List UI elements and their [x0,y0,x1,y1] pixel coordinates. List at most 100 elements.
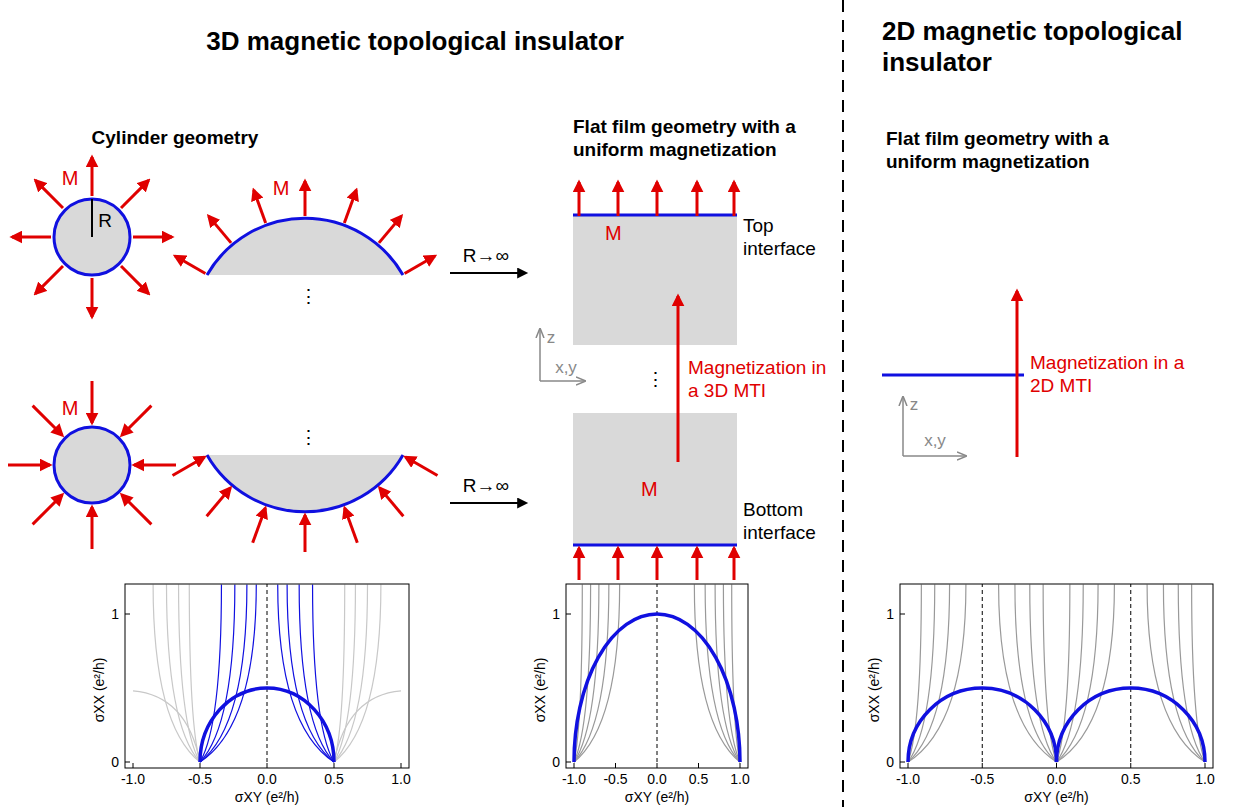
flow-line [999,584,1057,762]
magnetization-arrow [91,157,94,196]
axis-label: 0 [552,754,560,771]
flow-line [334,584,355,762]
annotation: z [547,328,556,348]
tick-mark [900,762,905,763]
axis-label: -0.5 [970,771,994,788]
heading: Cylinder geometry [92,127,259,150]
axis-icon [903,455,965,457]
annotation: z [910,395,919,415]
flow-line [908,584,921,762]
axis-icon [902,398,904,456]
flow-line [167,584,201,762]
axis-label: 0.0 [257,771,276,788]
separator [842,0,844,807]
axis-label: -0.5 [188,771,212,788]
cylinder-section [54,427,130,503]
annotation: ⋮ [646,369,665,392]
magnetization-arrow [405,256,435,274]
radius-line [91,199,93,237]
tick-mark [698,763,699,768]
axis-label: 0 [111,754,119,771]
axis-label: 1 [111,606,119,623]
axis-label: -1.0 [121,771,145,788]
film-block [573,413,737,545]
tick-mark [900,614,905,615]
axis-label: σXY (e²/h) [1024,789,1088,806]
magnetization-arrow [405,457,437,476]
flow-line [334,584,345,762]
cylinder-section [54,199,130,275]
dashed-guide [267,584,268,762]
dashed-guide [982,584,983,762]
film-block: M [573,217,737,345]
flow-line [153,584,200,762]
axis-label: 1.0 [391,771,410,788]
axis-label: 0.5 [689,771,708,788]
axis-label: -1.0 [896,771,920,788]
magnetization-arrow [656,548,659,580]
plot-frame [900,584,1213,768]
fixed-point-arc [574,614,740,762]
magnetization-arrow [121,266,149,294]
tick-mark [401,763,402,768]
magnetization-arrow [35,266,63,294]
magnetization-arrow [33,406,63,436]
magnetization-arrow [134,464,176,467]
flow-line [1057,584,1070,762]
annotation: Top interface [743,215,838,261]
magnetization-arrow [380,488,404,516]
annotation: Magnetization in a 2D MTI [1030,352,1205,398]
magnetization-arrow [122,406,152,436]
axis-label: 0 [886,754,894,771]
magnetization-arrow [696,182,699,216]
axis-label: 1.0 [730,771,749,788]
limit-arrow [450,272,526,274]
tick-mark [657,763,658,768]
magnetization-arrow [175,256,205,274]
annotation: M [62,396,79,420]
film-block [573,215,737,345]
flow-line [334,584,381,762]
axis-label: σXX (e²/h) [91,658,108,723]
magnetization-arrow [344,190,356,223]
annotation: ⋮ [299,286,318,309]
cylinder-cap [207,218,403,275]
magnetization-arrow [304,181,307,216]
flow-line [1057,584,1115,762]
axis-label: 1.0 [1195,771,1214,788]
heading: 2D magnetic topological insulator [882,16,1227,78]
axis-label: -1.0 [562,771,586,788]
tick-mark [334,763,335,768]
magnetization-arrow [12,236,51,239]
plot-frame [125,584,409,768]
annotation: ⋮ [299,427,318,450]
magnetization-arrow [696,548,699,580]
annotation: R [98,210,112,233]
cylinder-cap [207,455,403,512]
flow-line [200,584,247,762]
axis-label: -0.5 [603,771,627,788]
tick-mark [267,763,268,768]
tick-mark [566,614,571,615]
magnetization-arrow [379,216,401,243]
tick-mark [615,763,616,768]
magnetization-arrow [733,182,736,216]
axis-label: σXY (e²/h) [235,789,299,806]
annotation: x,y [555,358,577,378]
axis-label: σXX (e²/h) [866,658,883,723]
magnetization-arrow [33,495,63,525]
magnetization-arrow [304,515,307,552]
axis-label: 0.0 [647,771,666,788]
magnetization-arrow [121,180,149,208]
flow-line [179,584,200,762]
tick-mark [740,763,741,768]
tick-mark [1205,763,1206,768]
annotation: Magnetization in a 3D MTI [688,357,840,403]
flow-line [574,584,620,762]
annotation: R→∞ [463,475,509,498]
magnetization-arrow [207,488,231,516]
magnetization-arrow [656,182,659,216]
magnetization-arrow [254,190,266,223]
magnetization-arrow [617,182,620,216]
magnetization-arrow [35,180,63,208]
